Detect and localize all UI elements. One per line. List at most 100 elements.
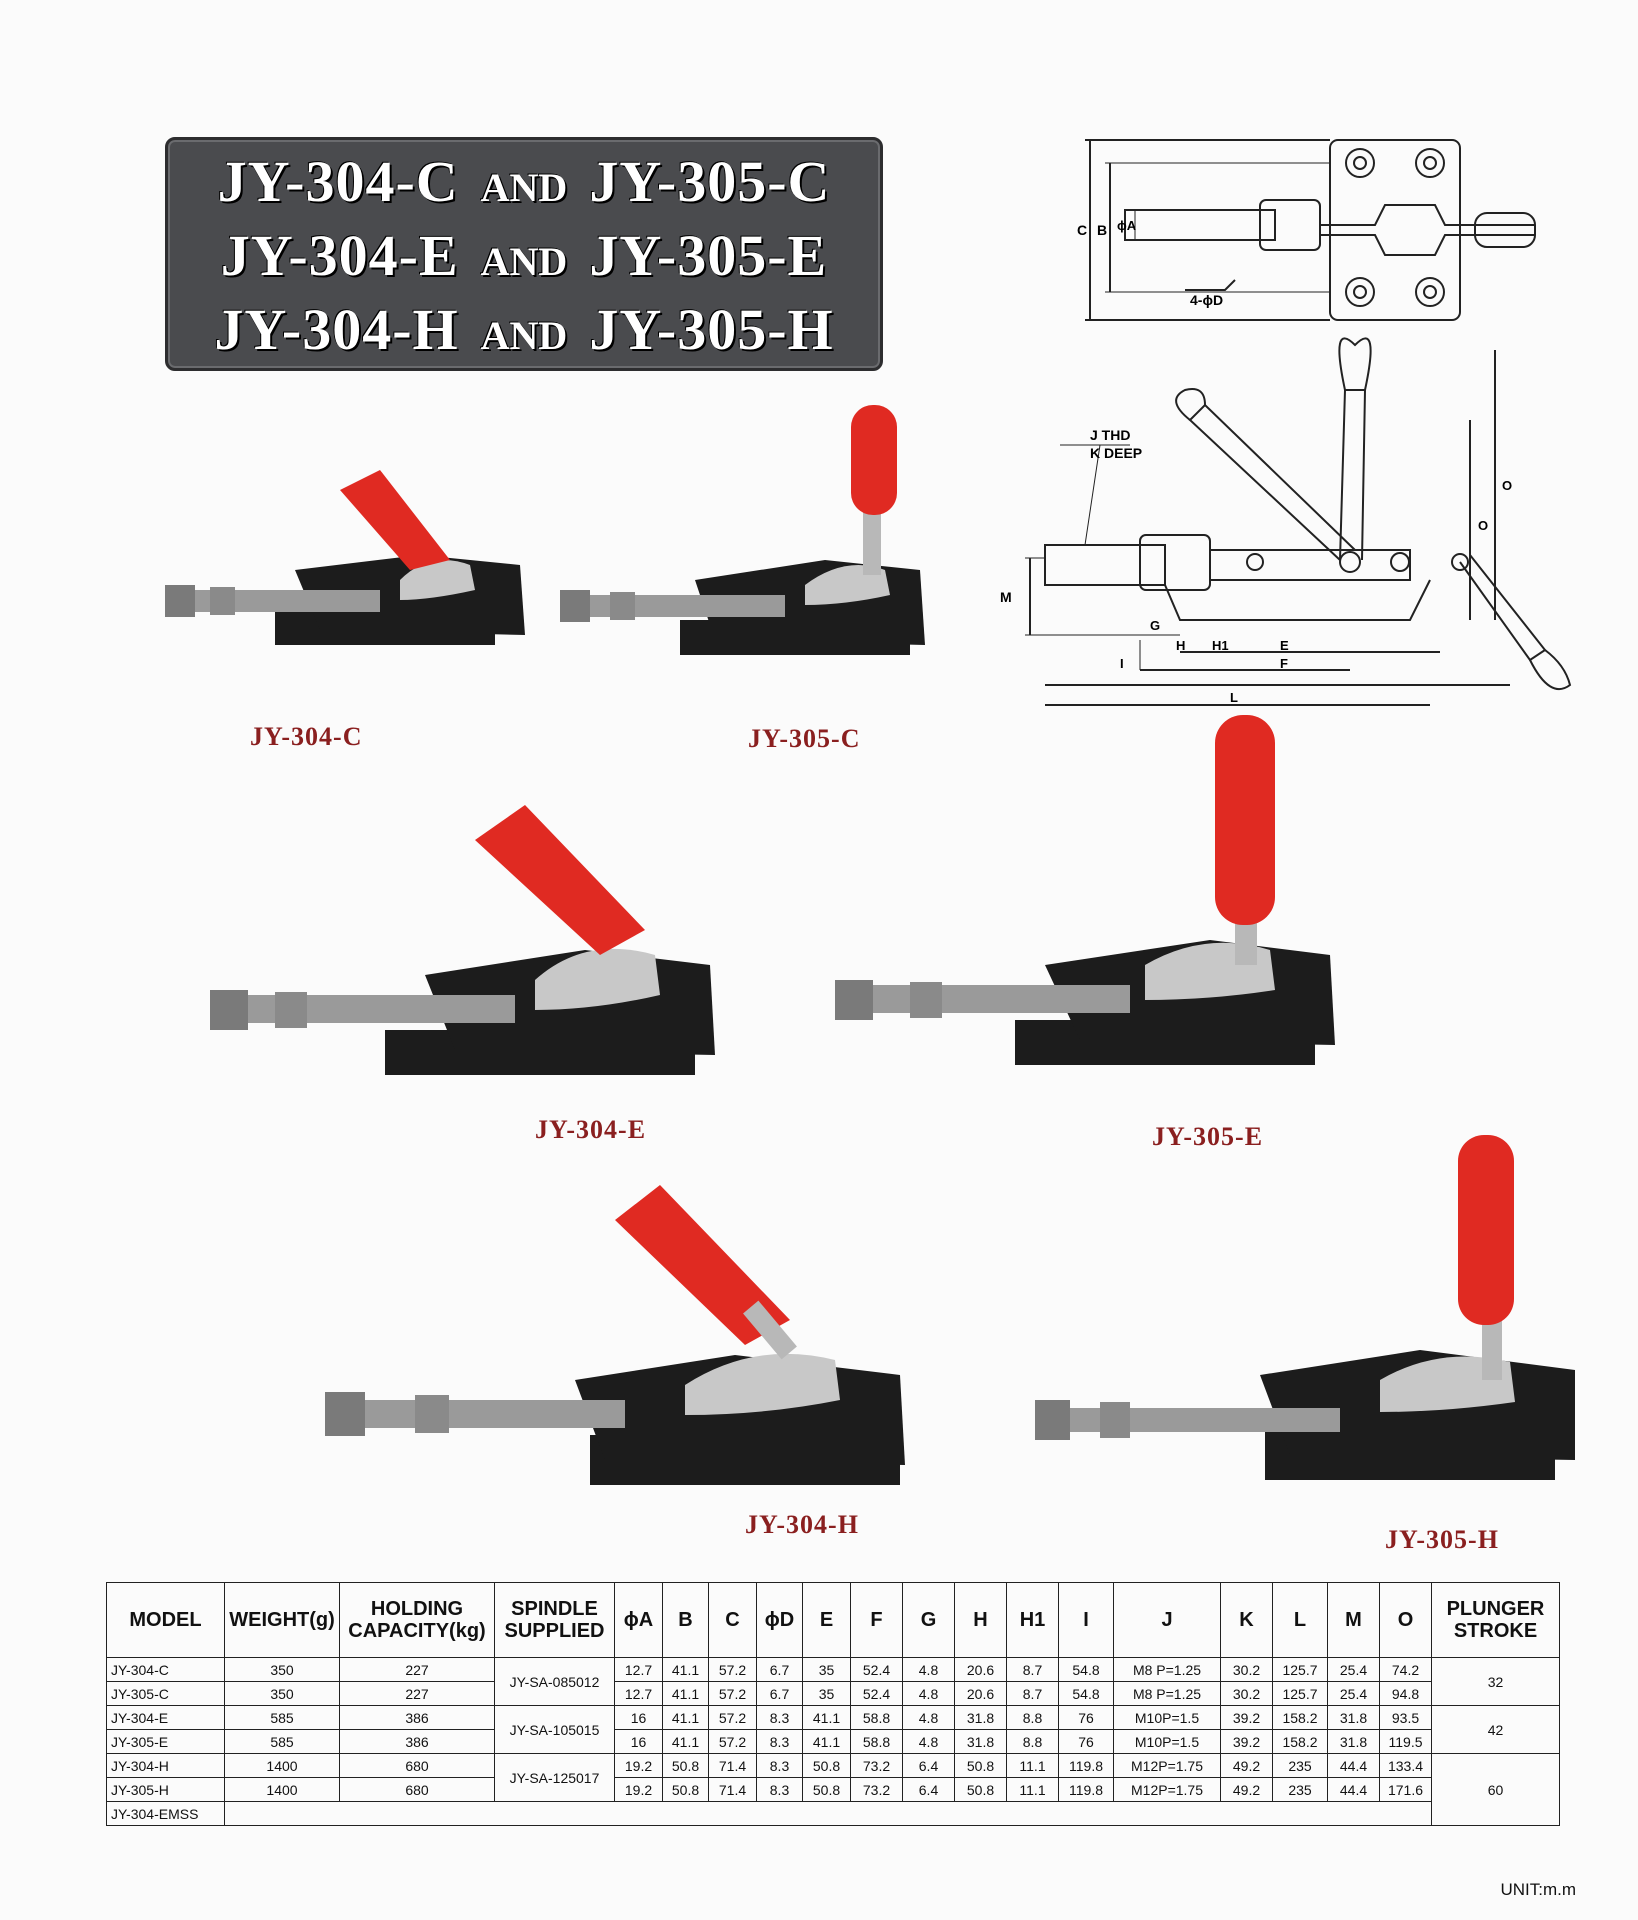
cell-c: 71.4 <box>708 1777 757 1802</box>
header-model: MODEL <box>106 1582 225 1658</box>
cell-l: 158.2 <box>1272 1729 1328 1754</box>
cell-j: M12P=1.75 <box>1113 1753 1221 1778</box>
header-b: B <box>662 1582 709 1658</box>
cell-o: 94.8 <box>1379 1681 1432 1706</box>
cell-e: 35 <box>802 1657 851 1682</box>
cell-d: 6.7 <box>756 1657 803 1682</box>
label-e: E <box>1280 638 1289 653</box>
cell-h1: 11.1 <box>1006 1753 1059 1778</box>
clamp-photo-304e <box>210 805 715 1075</box>
cell-g: 4.8 <box>902 1681 955 1706</box>
cell-i: 76 <box>1058 1729 1114 1754</box>
label-j-thd: J THD <box>1090 427 1130 443</box>
cell-m: 31.8 <box>1327 1705 1380 1730</box>
clamp-photo-305e <box>835 715 1335 1065</box>
label-4-phi-d: 4-ϕD <box>1190 292 1223 308</box>
header-i: I <box>1058 1582 1114 1658</box>
label-c: C <box>1077 222 1087 238</box>
unit-label: UNIT:m.m <box>1500 1880 1576 1899</box>
cell-j: M12P=1.75 <box>1113 1777 1221 1802</box>
cell-plunger-stroke: 60 <box>1431 1753 1560 1826</box>
cell-h: 50.8 <box>954 1753 1007 1778</box>
cell-model: JY-305-H <box>106 1777 225 1802</box>
label-k-deep: K DEEP <box>1090 445 1142 461</box>
cell-e: 35 <box>802 1681 851 1706</box>
cell-model: JY-304-H <box>106 1753 225 1778</box>
label-h: H <box>1176 638 1185 653</box>
title-and: AND <box>480 165 568 210</box>
label-o-outer: O <box>1502 478 1512 493</box>
cell-o: 133.4 <box>1379 1753 1432 1778</box>
caption-305h: JY-305-H <box>1385 1525 1499 1554</box>
title-model-305e: JY-305-E <box>589 223 828 288</box>
caption-304c: JY-304-C <box>250 722 363 751</box>
cell-l: 235 <box>1272 1753 1328 1778</box>
cell-g: 4.8 <box>902 1705 955 1730</box>
cell-j: M8 P=1.25 <box>1113 1657 1221 1682</box>
cell-model: JY-304-EMSS <box>106 1801 225 1826</box>
cell-m: 31.8 <box>1327 1729 1380 1754</box>
clamp-photo-304h <box>325 1185 905 1485</box>
cell-o: 119.5 <box>1379 1729 1432 1754</box>
cell-d: 8.3 <box>756 1705 803 1730</box>
cell-f: 73.2 <box>850 1777 903 1802</box>
cell-m: 44.4 <box>1327 1777 1380 1802</box>
header-c: C <box>708 1582 757 1658</box>
cell-m: 44.4 <box>1327 1753 1380 1778</box>
cell-i: 54.8 <box>1058 1681 1114 1706</box>
title-and: AND <box>480 239 568 284</box>
cell-f: 58.8 <box>850 1705 903 1730</box>
header-a: ϕA <box>614 1582 663 1658</box>
cell-h: 20.6 <box>954 1681 1007 1706</box>
cell-b: 50.8 <box>662 1753 709 1778</box>
cell-c: 57.2 <box>708 1705 757 1730</box>
clamp-photo-305c <box>560 405 925 655</box>
cell-b: 41.1 <box>662 1681 709 1706</box>
cell-b: 41.1 <box>662 1657 709 1682</box>
cell-spindle: JY-SA-105015 <box>494 1705 615 1754</box>
label-l: L <box>1230 690 1238 705</box>
cell-l: 158.2 <box>1272 1705 1328 1730</box>
header-spindle: SPINDLE SUPPLIED <box>494 1582 615 1658</box>
label-o-inner: O <box>1478 518 1488 533</box>
cell-weight: 585 <box>224 1705 340 1730</box>
cell-plunger-stroke: 42 <box>1431 1705 1560 1754</box>
cell-b: 50.8 <box>662 1777 709 1802</box>
label-b: B <box>1097 222 1107 238</box>
table-header-row: MODEL WEIGHT(g) HOLDING CAPACITY(kg) SPI… <box>106 1582 1560 1658</box>
cell-f: 73.2 <box>850 1753 903 1778</box>
cell-weight: 585 <box>224 1729 340 1754</box>
cell-spindle: JY-SA-085012 <box>494 1657 615 1706</box>
header-f: F <box>850 1582 903 1658</box>
cell-l: 235 <box>1272 1777 1328 1802</box>
title-and: AND <box>480 313 568 358</box>
cell-c: 57.2 <box>708 1681 757 1706</box>
cell-model: JY-305-C <box>106 1681 225 1706</box>
cell-k: 30.2 <box>1220 1681 1273 1706</box>
cell-weight: 350 <box>224 1657 340 1682</box>
cell-j: M10P=1.5 <box>1113 1729 1221 1754</box>
cell-plunger-stroke: 32 <box>1431 1657 1560 1706</box>
caption-304e: JY-304-E <box>535 1115 647 1144</box>
cell-a: 19.2 <box>614 1753 663 1778</box>
cell-model: JY-304-C <box>106 1657 225 1682</box>
cell-capacity: 680 <box>339 1777 495 1802</box>
cell-g: 4.8 <box>902 1657 955 1682</box>
cell-c: 57.2 <box>708 1729 757 1754</box>
cell-i: 119.8 <box>1058 1777 1114 1802</box>
cell-a: 12.7 <box>614 1681 663 1706</box>
cell-e: 50.8 <box>802 1753 851 1778</box>
cell-o: 74.2 <box>1379 1657 1432 1682</box>
cell-m: 25.4 <box>1327 1681 1380 1706</box>
cell-a: 16 <box>614 1729 663 1754</box>
cell-k: 39.2 <box>1220 1705 1273 1730</box>
title-model-305h: JY-305-H <box>589 297 834 362</box>
header-weight: WEIGHT(g) <box>224 1582 340 1658</box>
cell-capacity: 386 <box>339 1729 495 1754</box>
cell-h: 31.8 <box>954 1705 1007 1730</box>
label-g: G <box>1150 618 1160 633</box>
header-g: G <box>902 1582 955 1658</box>
